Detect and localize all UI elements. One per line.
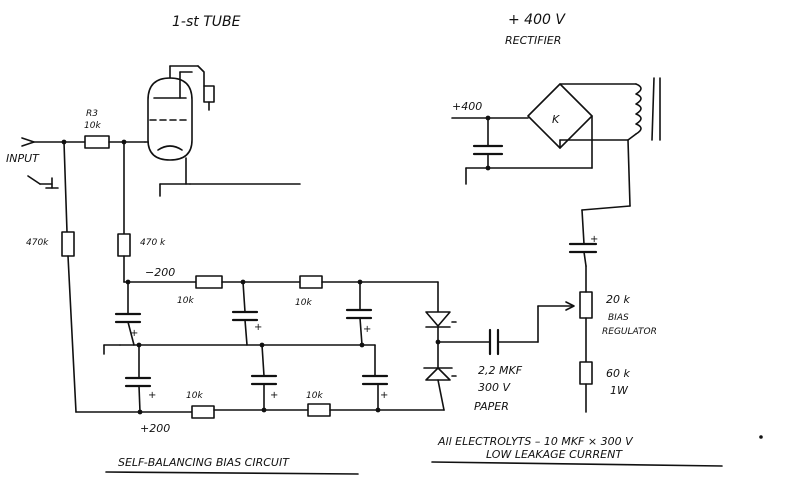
resistor-470k-grid xyxy=(117,141,131,283)
ground-rail xyxy=(103,344,376,355)
vacuum-tube xyxy=(144,65,301,197)
footer-underline xyxy=(105,471,359,475)
cap-lower-1 xyxy=(124,344,152,413)
bias-voltage-label: −200 xyxy=(145,266,175,279)
cap-upper-1-plus: + xyxy=(130,328,138,339)
cap-value: 2,2 MKF xyxy=(478,364,523,377)
cap-lower-1-plus: + xyxy=(148,390,156,401)
cap-voltage: 300 V xyxy=(478,381,511,394)
cap-filter xyxy=(568,209,598,267)
cap-upper-1 xyxy=(114,281,142,346)
cap-coupling xyxy=(437,301,575,356)
junction-pos-1 xyxy=(137,409,143,415)
r-load-power: 1W xyxy=(610,384,629,397)
cap-lower-2 xyxy=(250,344,278,411)
note-underline xyxy=(431,461,723,467)
negative-rail xyxy=(123,275,439,289)
rectifier-title: RECTIFIER xyxy=(505,34,561,47)
cap-filter-plus: + xyxy=(590,234,598,245)
cap-lower-3 xyxy=(361,344,389,411)
note-line-2: LOW LEAKAGE CURRENT xyxy=(486,448,623,461)
cap-upper-3-plus: + xyxy=(363,324,371,335)
junction-pos-2 xyxy=(261,407,267,413)
r-chain-2-label: 10k xyxy=(295,298,312,308)
r3-name: R3 xyxy=(86,109,98,119)
r3-value: 10k xyxy=(84,121,101,131)
junction-rect-1 xyxy=(485,115,491,121)
junction-gnd-3 xyxy=(359,342,365,348)
r-left-label: 470k xyxy=(26,238,49,248)
junction-rect-2 xyxy=(485,165,491,171)
input-terminal xyxy=(21,137,86,189)
bottom-voltage-label: +200 xyxy=(140,422,170,435)
pot-label-1: BIAS xyxy=(608,313,629,323)
bias-regulator-pot xyxy=(579,265,593,363)
resistor-60k xyxy=(579,361,593,413)
cap-upper-3 xyxy=(345,281,373,346)
input-label: INPUT xyxy=(6,152,40,165)
pot-value: 20 k xyxy=(606,293,630,306)
footer-title: SELF-BALANCING BIAS CIRCUIT xyxy=(118,456,290,469)
rectifier-voltage: + 400 V xyxy=(508,12,566,28)
tube-title: 1-st TUBE xyxy=(172,14,241,30)
cap-lower-2-plus: + xyxy=(270,390,278,401)
r-grid-label: 470 k xyxy=(140,238,166,248)
r-chain-1-label: 10k xyxy=(177,296,194,306)
diode-lower xyxy=(423,367,457,411)
cap-type: PAPER xyxy=(474,400,509,413)
note-line-1: All ELECTROLYTS – 10 MKF × 300 V xyxy=(437,435,634,448)
positive-rail xyxy=(75,403,445,419)
cap-lower-3-plus: + xyxy=(380,390,388,401)
r-bottom-1-label: 10k xyxy=(186,391,203,401)
pot-label-2: REGULATOR xyxy=(602,327,657,337)
resistor-r3 xyxy=(84,135,146,149)
cap-upper-2 xyxy=(231,281,259,346)
rectifier-supply xyxy=(451,117,593,185)
bridge-symbol: K xyxy=(552,113,560,126)
note-dot xyxy=(759,435,763,439)
diode-upper xyxy=(425,281,457,369)
resistor-470k-left xyxy=(61,141,77,413)
cap-upper-2-plus: + xyxy=(254,322,262,333)
r-bottom-2-label: 10k xyxy=(306,391,323,401)
bridge-rectifier xyxy=(527,83,637,211)
junction-pos-3 xyxy=(375,407,381,413)
rectifier-input-label: +400 xyxy=(452,100,482,113)
r-load-value: 60 k xyxy=(606,367,630,380)
transformer xyxy=(627,77,661,141)
